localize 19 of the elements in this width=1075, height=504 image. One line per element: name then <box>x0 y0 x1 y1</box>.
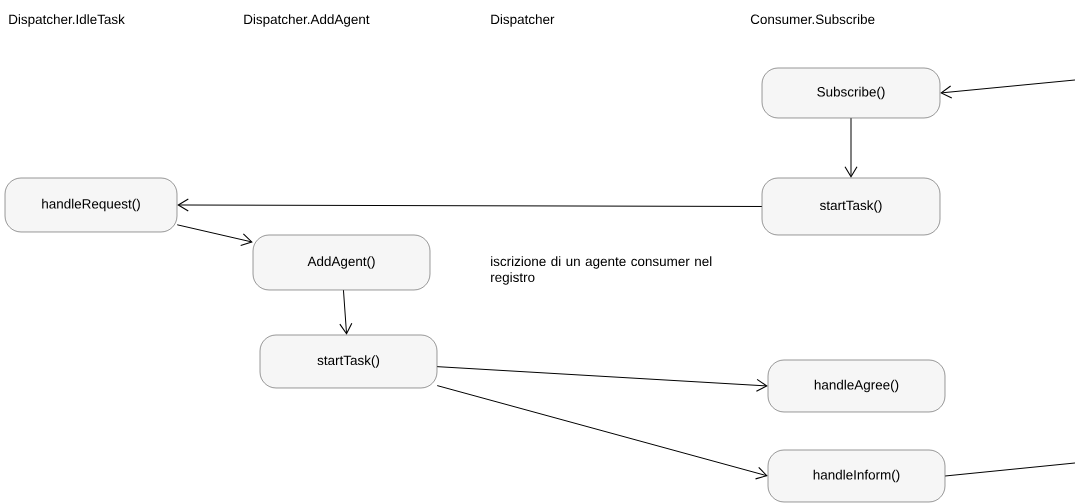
activity-box: Subscribe() <box>761 67 941 119</box>
lane-heading: Dispatcher.IdleTask <box>9 14 125 27</box>
lane-heading: Dispatcher <box>491 14 555 27</box>
arrow <box>176 224 253 247</box>
lane-heading: Dispatcher.AddAgent <box>244 14 370 27</box>
lane-heading: Consumer.Subscribe <box>750 14 875 25</box>
note-text: iscrizione di un agente consumer nel registro <box>491 256 712 285</box>
activity-box: AddAgent() <box>252 234 431 291</box>
activity-box: startTask() <box>259 334 438 389</box>
arrow <box>177 198 763 212</box>
arrow <box>339 289 353 335</box>
arrow <box>844 117 858 178</box>
activity-box: handleInform() <box>767 449 946 503</box>
arrow <box>436 366 768 392</box>
activity-box: handleRequest() <box>4 177 178 233</box>
arrow <box>436 385 768 480</box>
activity-box: startTask() <box>761 177 941 236</box>
activity-box: handleAgree() <box>767 359 946 413</box>
arrow <box>940 79 1075 99</box>
